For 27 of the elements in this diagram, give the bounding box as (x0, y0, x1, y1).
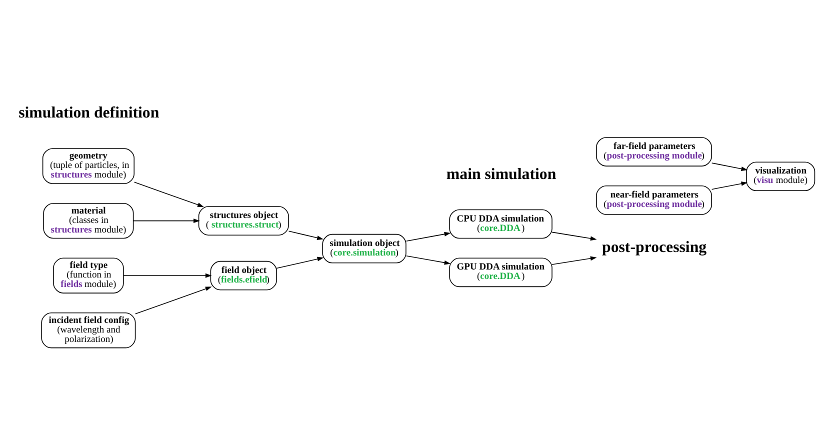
node-box: far-field parameters (post-processing module) (596, 136, 712, 166)
arrow (123, 272, 212, 278)
arrow (406, 254, 451, 264)
arrow (406, 231, 451, 241)
label: simulation definition (18, 104, 160, 122)
arrow (133, 218, 200, 223)
node-box: visualization (visu module) (746, 161, 816, 191)
node-box: GPU DDA simulation (core.DDA) (449, 257, 552, 287)
arrow (552, 231, 597, 240)
arrow (711, 162, 748, 170)
arrow (711, 181, 748, 190)
arrow (134, 286, 212, 314)
node-box: field type (function in fields module) (53, 257, 124, 293)
node-box: incident field config (wavelength and polarization) (41, 312, 136, 348)
arrow (288, 230, 324, 240)
node-box: structures object ( structures.struct) (198, 206, 289, 236)
node-text: post-processing (602, 238, 707, 256)
arrow (134, 181, 204, 206)
label: main simulation (446, 165, 556, 182)
node-box: field object (fields.efield) (210, 260, 277, 290)
node-box: simulation object (core.simulation) (322, 233, 406, 263)
arrow (276, 256, 324, 268)
node-box: CPU DDA simulation (core.DDA) (449, 208, 552, 238)
node-box: geometry (tuple of particles, in structures module) (42, 148, 134, 184)
node-box: near-field parameters (post-processing module) (596, 185, 712, 214)
arrow (552, 256, 597, 264)
node-box: material (classes in structures module) (43, 202, 134, 238)
